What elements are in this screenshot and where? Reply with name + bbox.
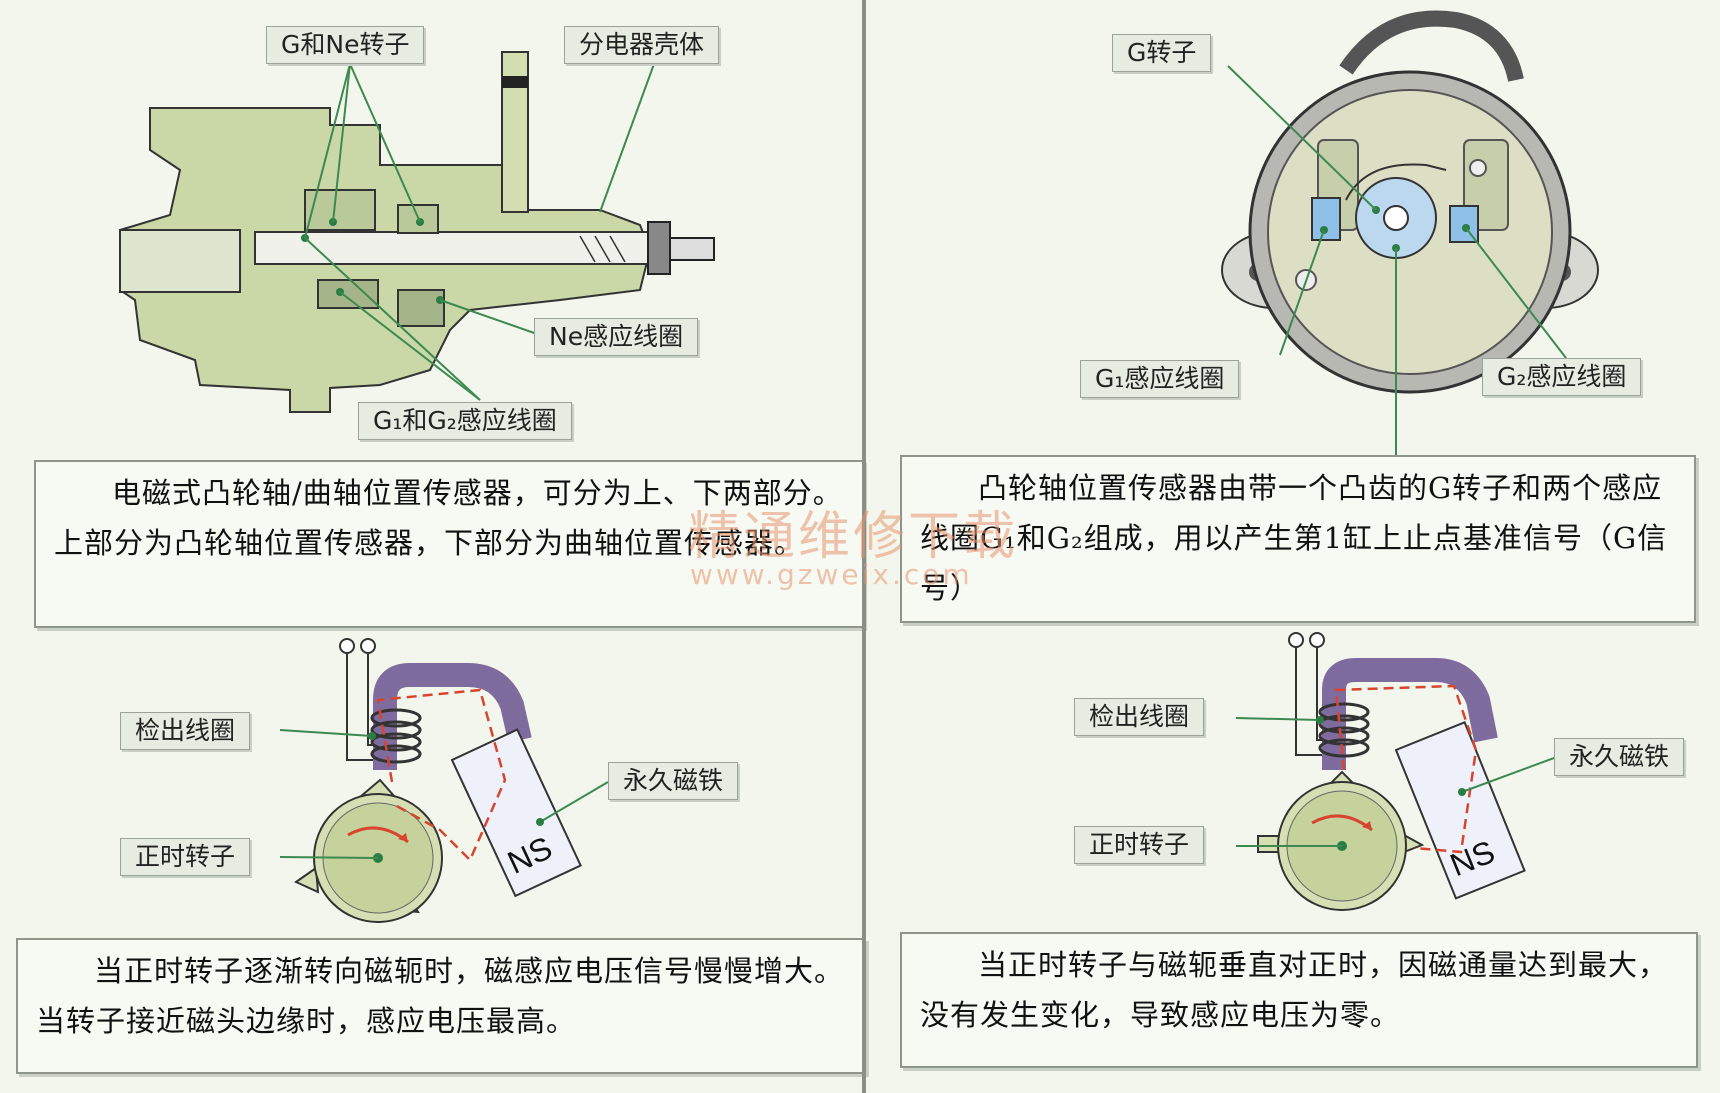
caption-bottom-right: 当正时转子与磁轭垂直对正时，因磁通量达到最大，没有发生变化，导致感应电压为零。 [900, 932, 1698, 1068]
label-distributor-housing: 分电器壳体 [564, 26, 720, 64]
detect-coil-right-graphic [1318, 702, 1370, 758]
flux-path-right [1334, 684, 1478, 854]
timing-rotor-right-graphic [1257, 770, 1425, 911]
magnet-left-graphic: NS [450, 728, 582, 898]
timing-rotor-left-graphic [293, 778, 443, 923]
caption-bottom-right-text: 当正时转子与磁轭垂直对正时，因磁通量达到最大，没有发生变化，导致感应电压为零。 [920, 948, 1669, 1032]
magnet-right-graphic: NS [1394, 720, 1526, 900]
left-flange [119, 229, 241, 293]
caption-top-right: 凸轮轴位置传感器由带一个凸齿的G转子和两个感应线圈G₁和G₂组成，用以产生第1缸… [900, 455, 1696, 623]
shaft [254, 231, 656, 265]
leader-lines-top-left [304, 63, 655, 401]
label-g1-coil: G₁感应线圈 [1080, 360, 1240, 398]
yoke-left [373, 663, 532, 770]
label-ne-pickup-coil: Ne感应线圈 [534, 318, 699, 356]
caption-bottom-left: 当正时转子逐渐转向磁轭时，磁感应电压信号慢慢增大。当转子接近磁头边缘时，感应电压… [16, 938, 866, 1074]
distributor-cutaway-diagram [119, 51, 715, 413]
flux-path-left [376, 688, 507, 863]
ne-rotor-block [397, 204, 439, 234]
left-panel: G和Ne转子 分电器壳体 Ne感应线圈 G₁和G₂感应线圈 电磁式凸轮轴/曲轴位… [16, 26, 866, 1074]
caption-top-right-text: 凸轮轴位置传感器由带一个凸齿的G转子和两个感应线圈G₁和G₂组成，用以产生第1缸… [920, 471, 1668, 605]
label-g2-coil: G₂感应线圈 [1482, 358, 1642, 396]
distributor-top-view [1221, 10, 1599, 455]
leader-lines-top-right [1227, 65, 1567, 455]
ne-coil-block [397, 289, 445, 327]
label-g1-g2-coils: G₁和G₂感应线圈 [358, 402, 572, 440]
g1-coil-block [317, 279, 379, 309]
magnetic-diagram-right: NS [1235, 632, 1555, 911]
yoke-right [1322, 658, 1498, 770]
label-permanent-magnet-left: 永久磁铁 [608, 762, 739, 800]
label-timing-rotor-left: 正时转子 [120, 838, 251, 876]
detect-coil-left-graphic [370, 708, 422, 764]
watermark-url: www.gzweix.com [690, 558, 973, 591]
label-timing-rotor-right: 正时转子 [1074, 826, 1205, 864]
label-g-ne-rotor: G和Ne转子 [266, 26, 425, 64]
watermark-title: 精通维修下载 [688, 507, 1019, 567]
caption-top-left-text: 电磁式凸轮轴/曲轴位置传感器，可分为上、下两部分。上部分为凸轮轴位置传感器，下部… [54, 476, 843, 560]
label-detect-coil-left: 检出线圈 [120, 712, 251, 750]
caption-bottom-left-text: 当正时转子逐渐转向磁轭时，磁感应电压信号慢慢增大。当转子接近磁头边缘时，感应电压… [36, 954, 845, 1038]
right-panel: G转子 G₁感应线圈 G₂感应线圈 凸轮轴位置传感器由带一个凸齿的G转子和两个感… [866, 0, 1720, 1093]
label-g-rotor: G转子 [1112, 34, 1212, 72]
magnetic-diagram-left: NS [279, 638, 609, 923]
housing-clip [1339, 10, 1524, 82]
shaft-end [669, 237, 715, 261]
label-detect-coil-right: 检出线圈 [1074, 698, 1205, 736]
center-divider [862, 0, 866, 1093]
caption-top-left: 电磁式凸轮轴/曲轴位置传感器，可分为上、下两部分。上部分为凸轮轴位置传感器，下部… [34, 460, 864, 628]
label-permanent-magnet-right: 永久磁铁 [1554, 738, 1685, 776]
vent-tube-band [502, 76, 528, 88]
